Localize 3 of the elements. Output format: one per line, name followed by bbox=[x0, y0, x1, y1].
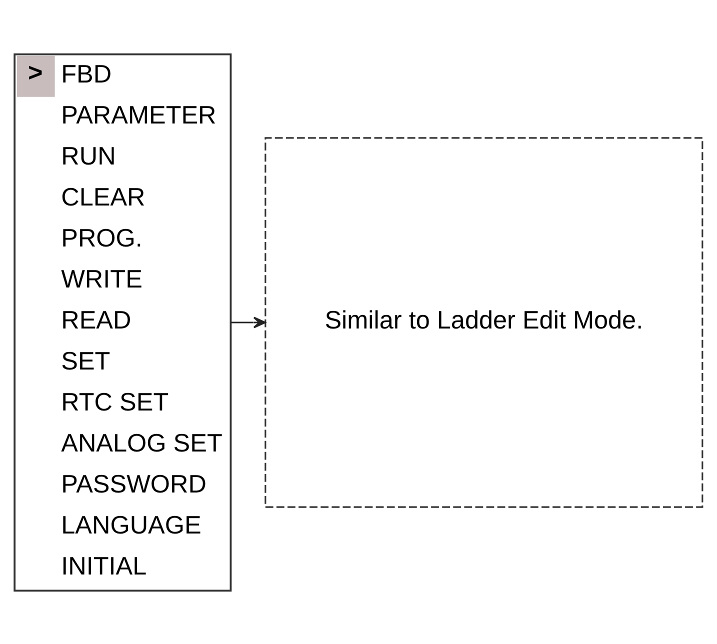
node-box: > FBD PARAMETER RUN CLEAR PROG. WRITE READ SET RTC SET ANALOG SET PASSWORD LANGUAGE INITIAL bbox=[14, 52, 232, 592]
arrow bbox=[231, 316, 266, 328]
node-box: Similar to Ladder Edit Mode. bbox=[264, 136, 704, 508]
